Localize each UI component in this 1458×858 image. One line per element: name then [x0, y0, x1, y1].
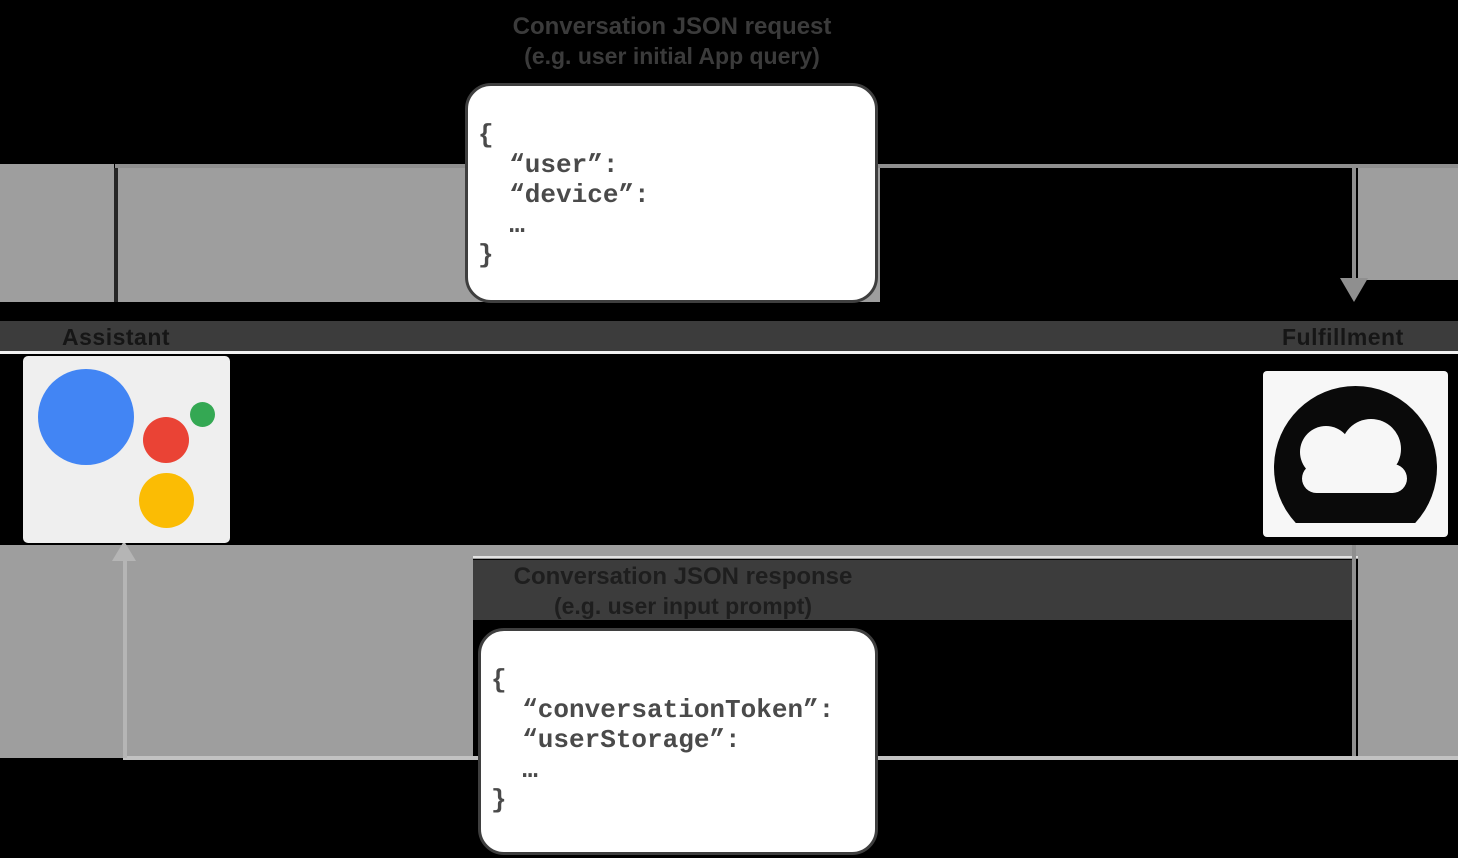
fulfillment-label: Fulfillment — [1282, 324, 1404, 350]
request-label-title: Conversation JSON request — [512, 13, 832, 40]
request-json-box: { “user”: “device”: … } — [465, 83, 878, 303]
request-label-subtitle: (e.g. user initial App query) — [524, 43, 820, 69]
response-strip — [0, 545, 1458, 559]
cloud-icon — [1274, 386, 1437, 523]
google-assistant-icon — [23, 356, 230, 543]
request-panel-right — [1358, 168, 1458, 280]
response-json-code: { “conversationToken”: “userStorage”: … … — [491, 665, 835, 815]
request-arrow-stem-right — [1352, 168, 1356, 278]
request-json-code: { “user”: “device”: … } — [478, 120, 650, 270]
response-label-title: Conversation JSON response — [513, 563, 853, 590]
response-arrow-stem-right — [1352, 545, 1356, 758]
node-band — [0, 321, 1458, 351]
assistant-yellow-dot — [139, 473, 194, 528]
assistant-label: Assistant — [62, 324, 171, 350]
response-label-subtitle: (e.g. user input prompt) — [553, 593, 813, 619]
assistant-green-dot — [190, 402, 215, 427]
response-json-box: { “conversationToken”: “userStorage”: … … — [478, 628, 878, 855]
response-arrowhead-icon — [112, 541, 136, 561]
node-band-separator — [0, 351, 1458, 354]
response-strip-highlight — [0, 556, 1458, 558]
assistant-blue-dot — [38, 369, 134, 465]
response-label-band — [473, 560, 1356, 620]
request-panel-left — [0, 164, 114, 302]
response-arrow-stem-left — [123, 560, 127, 758]
response-label: Conversation JSON response (e.g. user in… — [473, 562, 893, 620]
fulfillment-node — [1263, 371, 1448, 537]
response-panel-center — [128, 556, 473, 758]
request-arrow-stem-left — [114, 168, 118, 302]
response-panel-left — [0, 548, 128, 758]
request-label: Conversation JSON request (e.g. user ini… — [462, 12, 882, 70]
request-arrowhead-icon — [1340, 278, 1368, 302]
assistant-node — [23, 356, 230, 543]
assistant-red-dot — [143, 417, 189, 463]
response-panel-right — [1358, 545, 1458, 758]
